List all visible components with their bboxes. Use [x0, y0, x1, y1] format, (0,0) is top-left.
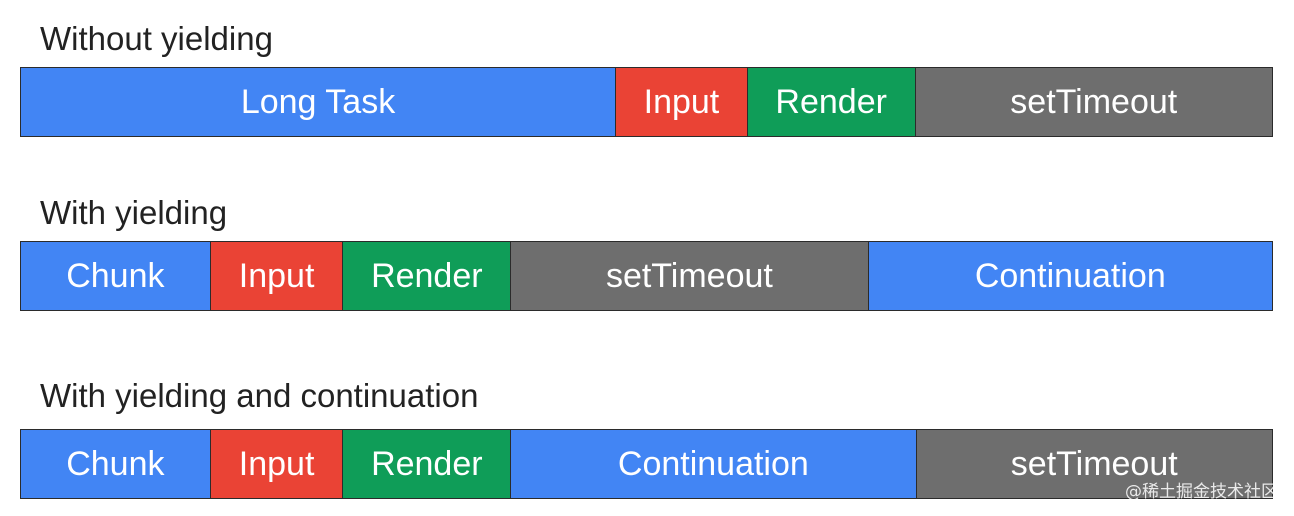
row-title-1: With yielding [40, 194, 228, 231]
segment-long-task: Long Task [21, 68, 617, 136]
segment-chunk: Chunk [21, 430, 211, 498]
segment-render: Render [343, 242, 512, 310]
segment-settimeout: setTimeout [511, 242, 869, 310]
segment-input: Input [210, 430, 344, 498]
segment-settimeout: setTimeout [916, 430, 1272, 498]
row-title-2: With yielding and continuation [40, 377, 479, 414]
segment-render: Render [343, 430, 512, 498]
segment-settimeout: setTimeout [915, 68, 1272, 136]
row-title-0: Without yielding [40, 20, 273, 57]
segment-continuation: Continuation [511, 430, 917, 498]
segment-chunk: Chunk [21, 242, 211, 310]
segment-render: Render [747, 68, 916, 136]
segment-continuation: Continuation [868, 242, 1272, 310]
watermark: @稀土掘金技术社区 [1125, 482, 1278, 502]
segment-input: Input [616, 68, 748, 136]
segment-input: Input [210, 242, 344, 310]
